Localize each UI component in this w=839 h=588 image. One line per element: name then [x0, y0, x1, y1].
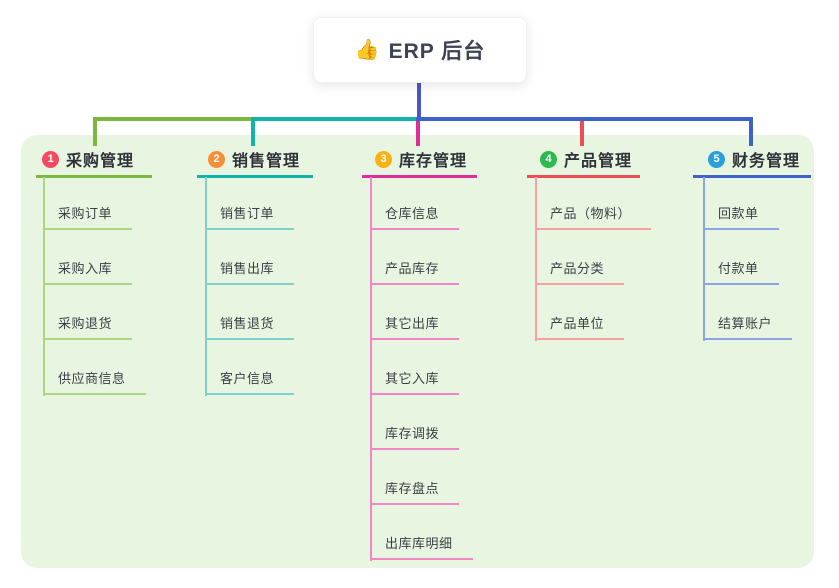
- branch-spine-line: [43, 177, 45, 396]
- child-node[interactable]: 产品（物料）: [535, 205, 652, 230]
- child-node[interactable]: 回款单: [703, 205, 779, 230]
- child-node-label: 库存盘点: [385, 481, 440, 496]
- branch-title-underline: [36, 175, 152, 178]
- child-node-label: 产品单位: [550, 316, 605, 331]
- child-node[interactable]: 产品库存: [370, 260, 460, 285]
- child-node-label: 库存调拨: [385, 426, 440, 441]
- branch-drop-line: [749, 117, 753, 146]
- branch-node-1[interactable]: 1 采购管理: [42, 149, 135, 170]
- child-node-label: 客户信息: [220, 371, 275, 386]
- branch-node-4[interactable]: 4 产品管理: [540, 149, 633, 170]
- branch-title-label: 库存管理: [399, 153, 468, 170]
- child-node-label: 其它入库: [385, 371, 440, 386]
- branch-drop-line: [416, 117, 420, 146]
- branch-node-3[interactable]: 3 库存管理: [375, 149, 468, 170]
- branches-panel: [21, 135, 814, 568]
- child-node-label: 产品（物料）: [550, 206, 632, 221]
- bus-line: [93, 117, 255, 121]
- child-node-label: 采购订单: [58, 206, 113, 221]
- child-node-label: 出库库明细: [385, 536, 453, 551]
- branch-spine-line: [205, 177, 207, 396]
- child-node-label: 结算账户: [718, 316, 773, 331]
- branch-title-label: 采购管理: [66, 153, 135, 170]
- root-title: ERP 后台: [388, 40, 486, 63]
- child-node-label: 回款单: [718, 206, 759, 221]
- child-node-label: 付款单: [718, 261, 759, 276]
- child-node-label: 产品库存: [385, 261, 440, 276]
- child-node[interactable]: 结算账户: [703, 315, 793, 340]
- bus-line: [251, 117, 420, 121]
- branch-node-5[interactable]: 5 财务管理: [708, 149, 801, 170]
- child-node[interactable]: 销售订单: [205, 205, 295, 230]
- child-node-label: 产品分类: [550, 261, 605, 276]
- child-node-label: 采购入库: [58, 261, 113, 276]
- branch-title-label: 财务管理: [732, 153, 801, 170]
- root-connector-line: [417, 83, 421, 117]
- child-node-label: 其它出库: [385, 316, 440, 331]
- child-node[interactable]: 产品分类: [535, 260, 625, 285]
- child-node-label: 仓库信息: [385, 206, 440, 221]
- child-node[interactable]: 采购退货: [43, 315, 133, 340]
- child-node[interactable]: 销售退货: [205, 315, 295, 340]
- branch-drop-line: [93, 117, 97, 146]
- child-node[interactable]: 付款单: [703, 260, 779, 285]
- root-node[interactable]: 👍 ERP 后台: [313, 17, 527, 83]
- branch-node-2[interactable]: 2 销售管理: [208, 149, 301, 170]
- child-node-label: 采购退货: [58, 316, 113, 331]
- child-node[interactable]: 采购入库: [43, 260, 133, 285]
- child-node[interactable]: 产品单位: [535, 315, 625, 340]
- branch-title-underline: [527, 175, 640, 178]
- branch-number-badge: 2: [208, 150, 225, 168]
- child-node-label: 销售订单: [220, 206, 275, 221]
- child-node-label: 销售出库: [220, 261, 275, 276]
- branch-title-underline: [362, 175, 477, 178]
- branch-spine-line: [370, 177, 372, 561]
- branch-drop-line: [580, 117, 584, 146]
- child-node[interactable]: 出库库明细: [370, 535, 473, 560]
- child-node-label: 销售退货: [220, 316, 275, 331]
- branch-spine-line: [535, 177, 537, 341]
- child-node[interactable]: 其它出库: [370, 315, 460, 340]
- child-node[interactable]: 销售出库: [205, 260, 295, 285]
- branch-number-badge: 3: [375, 150, 392, 168]
- branch-title-label: 产品管理: [564, 153, 633, 170]
- child-node[interactable]: 供应商信息: [43, 370, 146, 395]
- child-node[interactable]: 仓库信息: [370, 205, 460, 230]
- child-node[interactable]: 采购订单: [43, 205, 133, 230]
- branch-number-badge: 5: [708, 150, 725, 168]
- bus-line: [416, 117, 753, 121]
- child-node-label: 供应商信息: [58, 371, 126, 386]
- child-node[interactable]: 库存盘点: [370, 480, 460, 505]
- child-node[interactable]: 其它入库: [370, 370, 460, 395]
- branch-spine-line: [703, 177, 705, 341]
- branch-title-label: 销售管理: [232, 153, 301, 170]
- branch-number-badge: 4: [540, 150, 557, 168]
- branch-title-underline: [693, 175, 811, 178]
- branch-title-underline: [197, 175, 313, 178]
- branch-drop-line: [251, 117, 255, 146]
- thumbs-up-icon: 👍: [354, 39, 380, 61]
- child-node[interactable]: 客户信息: [205, 370, 295, 395]
- branch-number-badge: 1: [42, 150, 59, 168]
- child-node[interactable]: 库存调拨: [370, 425, 460, 450]
